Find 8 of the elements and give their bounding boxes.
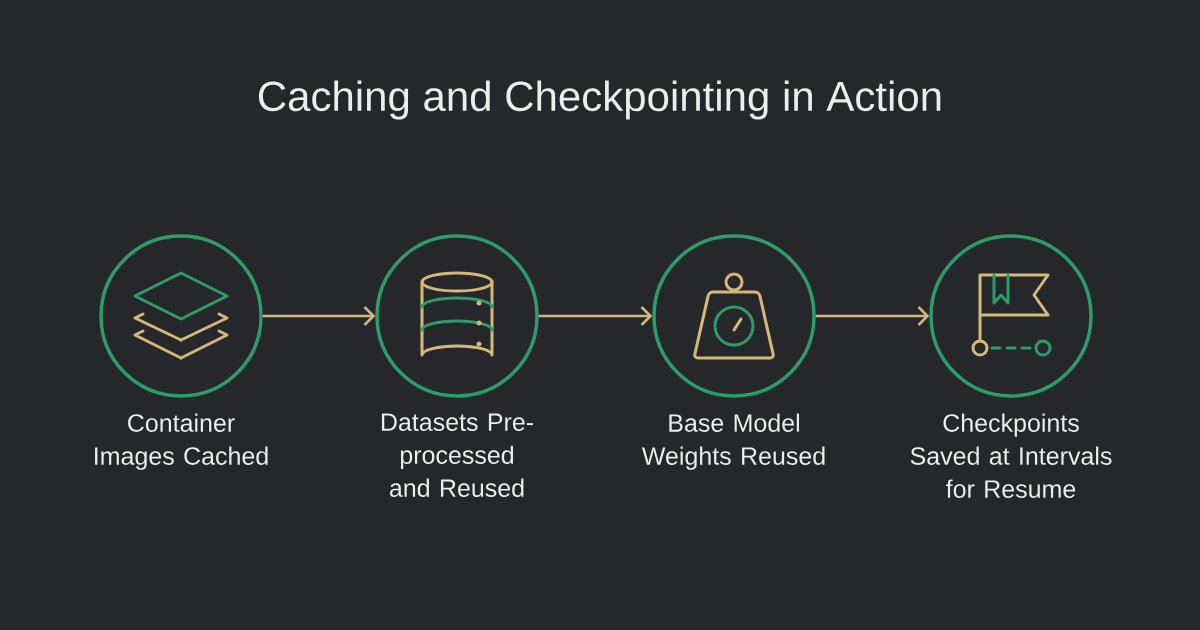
arrow bbox=[538, 306, 653, 326]
arrow bbox=[262, 306, 376, 326]
step-label: Datasets Pre-processed and Reused bbox=[381, 413, 533, 497]
title: Caching and Checkpointing in Action bbox=[258, 80, 941, 120]
step-label: Base Model Weights Reused bbox=[641, 413, 825, 470]
arrow bbox=[815, 306, 930, 326]
step-label: Container Images Cached bbox=[95, 413, 268, 470]
step-label: Checkpoints Saved at Intervals for Resume bbox=[910, 413, 1112, 498]
